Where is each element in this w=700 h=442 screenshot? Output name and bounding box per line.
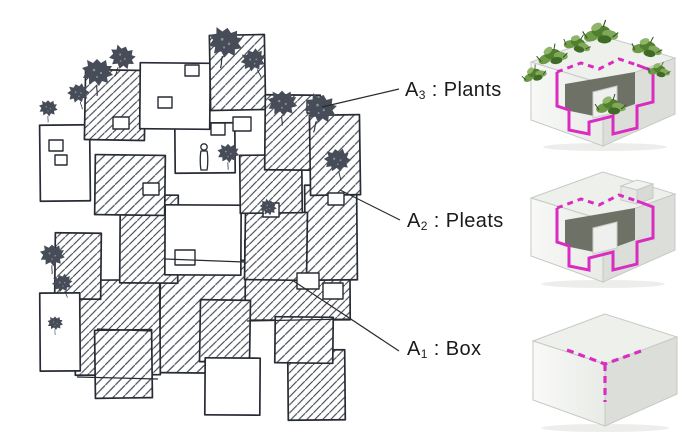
label-a1-text: : Box [427,338,482,360]
model-box [531,313,679,432]
label-a1-subscript: 1 [420,347,428,361]
model-box-shadow [541,424,669,432]
sketch-boxes [38,33,362,422]
hand-sketch [38,24,362,422]
label-a3-plants: A3 : Plants [405,79,502,106]
label-a3-series: A [405,79,419,101]
label-a2-text: : Pleats [427,210,504,232]
model-plants [519,19,677,151]
sketch-human-figure [199,143,209,171]
model-plants-shadow [543,143,667,151]
label-a1-box: A1 : Box [407,338,481,365]
label-a1-series: A [407,338,421,360]
label-a3-text: : Plants [425,79,502,101]
model-pleats-shadow [541,280,665,288]
label-a2-pleats: A2 : Pleats [407,210,504,237]
label-a3-subscript: 3 [418,88,426,102]
model-pleats [529,171,677,288]
label-a2-subscript: 2 [420,219,428,233]
model-plants-highlight-outline [555,57,655,136]
label-a2-series: A [407,210,421,232]
model-pleats-highlight-outline [555,193,655,272]
model-box-highlight-dashed-edges [566,348,642,402]
model-pleats-step [592,221,618,255]
